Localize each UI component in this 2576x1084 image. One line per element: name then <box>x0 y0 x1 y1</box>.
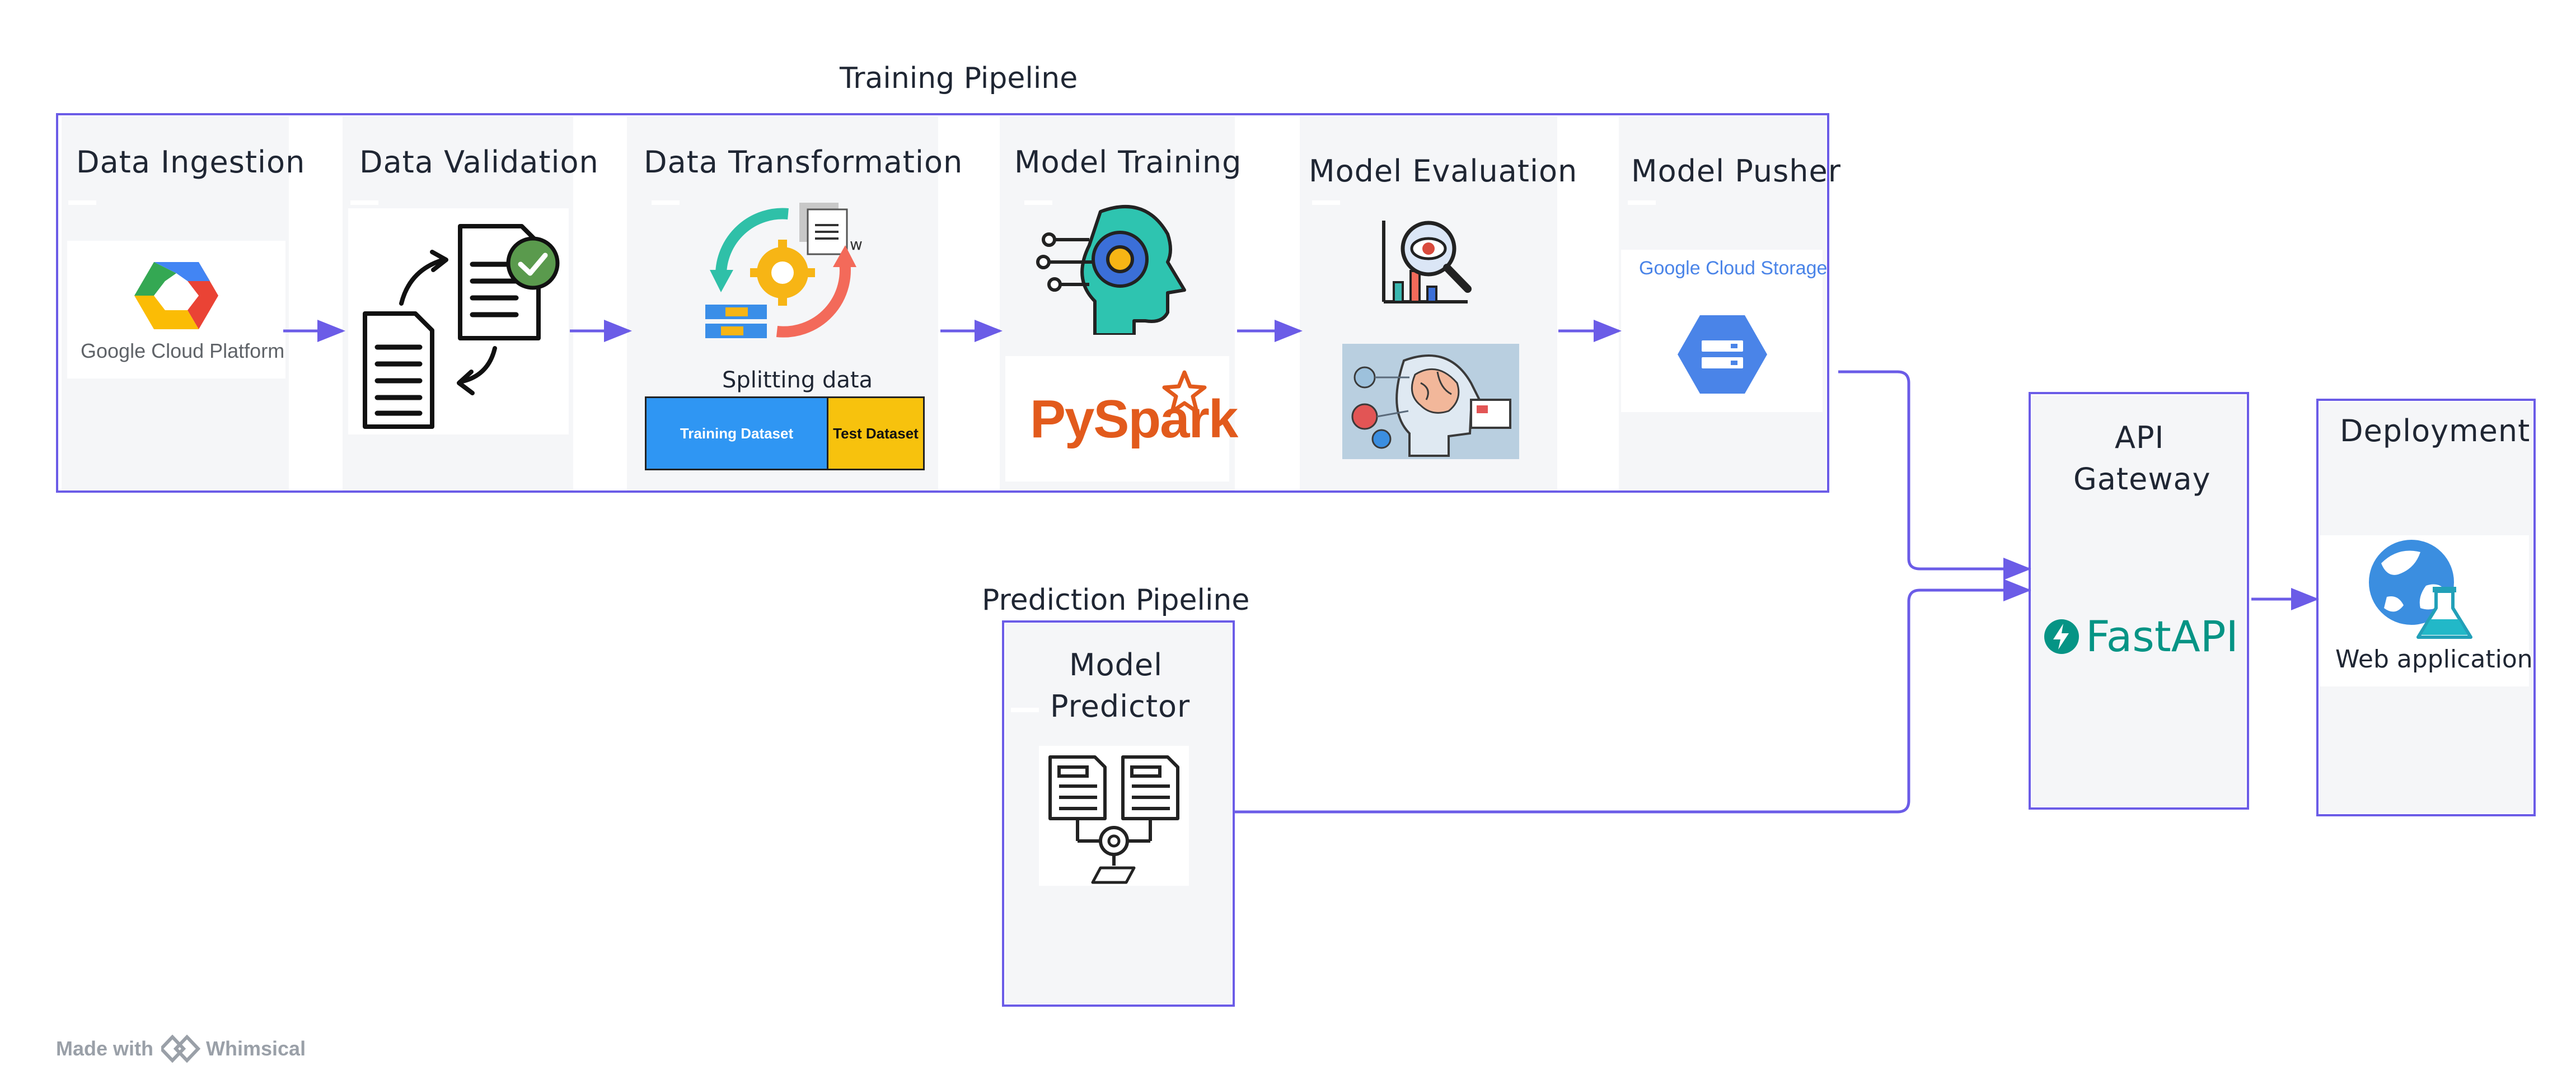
test-dataset-segment: Test Dataset <box>828 398 923 469</box>
training-dataset-label: Training Dataset <box>680 424 794 442</box>
stage-divider <box>1024 200 1052 205</box>
pyspark-logo-card: PySpark <box>1005 356 1238 482</box>
stage-title-line1: Model <box>1069 647 1163 683</box>
web-app-card: Web application <box>2320 535 2533 686</box>
training-dataset-segment: Training Dataset <box>647 398 828 469</box>
stage-data-transformation[interactable]: Data Transformation w Splitting data Tra… <box>627 116 962 490</box>
svg-text:w: w <box>850 235 863 254</box>
spark-star-icon <box>1162 370 1207 414</box>
stage-title-line1: API <box>2115 420 2165 455</box>
stage-data-ingestion[interactable]: Data Ingestion Google Cloud Platform <box>62 116 305 490</box>
stage-title-line2: Predictor <box>1050 689 1191 724</box>
whimsical-brand: Whimsical <box>206 1037 306 1060</box>
fastapi-bolt-icon <box>2044 619 2079 654</box>
web-app-caption: Web application <box>2335 645 2533 674</box>
documents-validated-icon <box>363 224 560 429</box>
dataset-split-bar: Training Dataset Test Dataset <box>645 396 925 470</box>
stage-divider <box>1628 200 1656 205</box>
predictor-illustration-card <box>1039 746 1189 886</box>
stage-divider <box>652 200 680 205</box>
documents-to-model-icon <box>1048 755 1179 884</box>
gcs-logo-text: Google Cloud Storage <box>1639 258 1828 279</box>
data-transform-cycle-icon: w <box>705 203 863 338</box>
splitting-caption: Splitting data <box>722 367 873 393</box>
stage-title-line2: Gateway <box>2073 461 2211 497</box>
fastapi-logo-text: FastAPI <box>2086 611 2238 661</box>
stage-title: Data Transformation <box>644 144 963 180</box>
stage-deployment[interactable]: Deployment Web application <box>2320 402 2533 813</box>
google-cloud-hexagon-icon <box>134 262 218 329</box>
stage-title: Model Training <box>1014 144 1242 180</box>
stage-data-validation[interactable]: Data Validation <box>343 116 598 490</box>
stage-title: Model Pusher <box>1631 153 1841 189</box>
test-dataset-label: Test Dataset <box>833 424 919 442</box>
validation-illustration-card <box>348 208 569 434</box>
globe-flask-icon <box>2369 540 2472 639</box>
stage-model-evaluation[interactable]: Model Evaluation <box>1300 116 1577 490</box>
chart-magnifier-eye-icon <box>1382 221 1472 303</box>
connector-pusher-to-gateway <box>1838 370 2031 580</box>
made-with-label: Made with <box>56 1037 154 1060</box>
gcp-logo-card: Google Cloud Platform <box>67 241 285 379</box>
stage-model-predictor[interactable]: Model Predictor <box>1005 624 1231 1003</box>
stage-divider <box>1011 708 1039 712</box>
stage-divider <box>350 200 378 205</box>
training-pipeline-frame <box>56 113 1829 493</box>
stage-model-pusher[interactable]: Model Pusher Google Cloud Storage <box>1619 116 1840 490</box>
ai-head-circuit-icon <box>1351 354 1511 457</box>
stage-divider <box>1312 200 1340 205</box>
connector-predictor-to-gateway <box>1235 579 2031 814</box>
ai-brain-gear-icon <box>1036 205 1186 335</box>
stage-api-gateway[interactable]: API Gateway FastAPI <box>2032 395 2246 806</box>
whimsical-diamond-icon <box>161 1035 201 1063</box>
stage-title: Data Validation <box>359 144 599 180</box>
cloud-storage-hexagon-icon <box>1678 315 1767 394</box>
stage-title: Deployment <box>2340 413 2531 448</box>
prediction-pipeline-frame <box>1002 620 1235 1007</box>
stage-title: Data Ingestion <box>76 144 306 180</box>
training-pipeline-label: Training Pipeline <box>840 62 1078 95</box>
gcp-logo-text: Google Cloud Platform <box>81 339 285 362</box>
fastapi-logo: FastAPI <box>2043 611 2238 661</box>
pyspark-logo-text: PySpark <box>1030 389 1238 449</box>
gcs-logo-card: Google Cloud Storage <box>1621 250 1827 412</box>
stage-divider <box>68 200 96 205</box>
stage-model-training[interactable]: Model Training PySpark <box>1000 116 1241 490</box>
stage-title: Model Evaluation <box>1309 153 1578 189</box>
ai-head-circuit-card <box>1342 344 1519 459</box>
whimsical-badge[interactable]: Made with Whimsical <box>56 1035 306 1063</box>
prediction-pipeline-label: Prediction Pipeline <box>982 583 1250 617</box>
